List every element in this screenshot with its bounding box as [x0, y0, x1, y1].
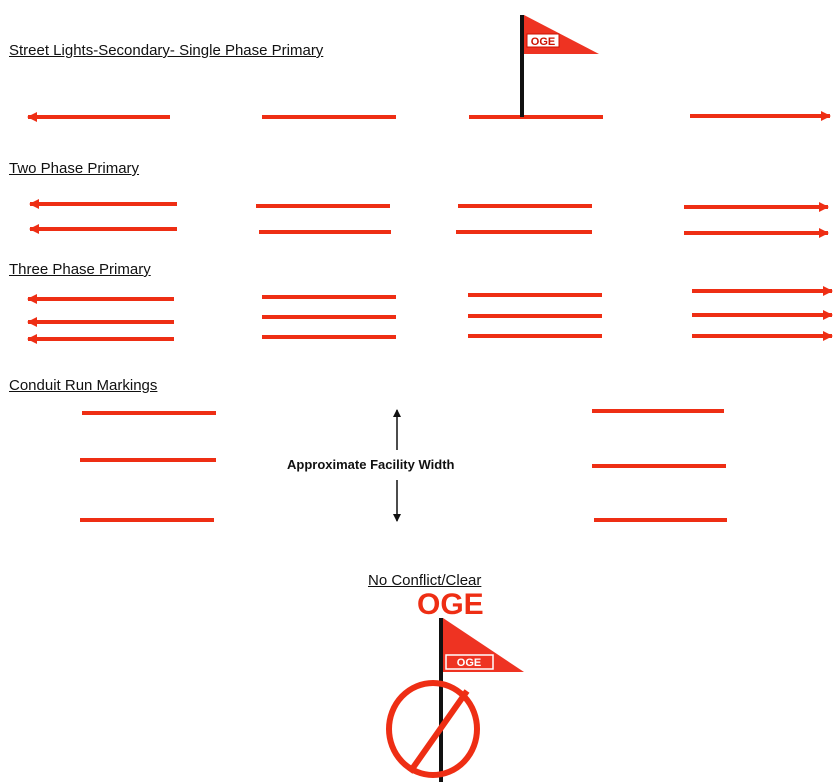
oge-title: OGE	[417, 588, 484, 621]
flag-icon: OGE	[520, 15, 599, 117]
label-no-conflict: No Conflict/Clear	[368, 572, 482, 589]
facility-width-label: Approximate Facility Width	[287, 457, 455, 472]
two-phase-markings	[29, 199, 829, 238]
flag-oge-text-2: OGE	[457, 657, 481, 669]
no-conflict-symbol: OGE	[386, 618, 524, 782]
three-phase-markings	[27, 286, 833, 344]
single-phase-markings	[27, 111, 831, 122]
label-two-phase: Two Phase Primary	[9, 160, 140, 177]
label-three-phase: Three Phase Primary	[9, 261, 151, 278]
label-conduit: Conduit Run Markings	[9, 377, 158, 394]
no-symbol-icon	[386, 680, 480, 778]
flag-oge-text: OGE	[531, 36, 555, 48]
label-single-phase: Street Lights-Secondary- Single Phase Pr…	[9, 42, 324, 59]
conduit-markings	[80, 409, 727, 522]
